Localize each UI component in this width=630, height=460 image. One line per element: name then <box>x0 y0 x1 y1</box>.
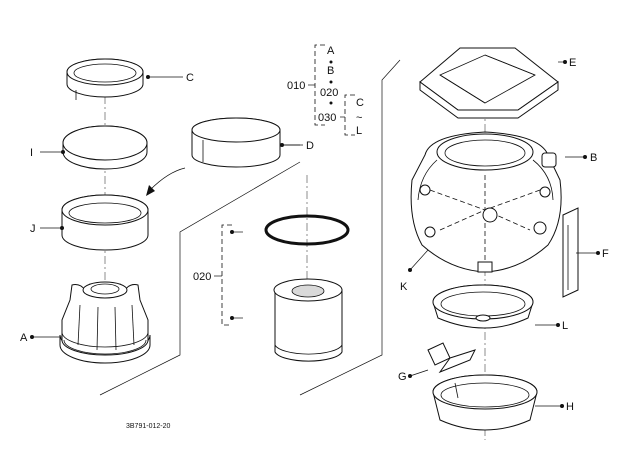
callout-a: A <box>20 332 28 344</box>
part-d-sleeve <box>191 117 281 168</box>
bracket-020 <box>221 224 232 326</box>
frame-line-left <box>99 161 301 396</box>
bracket-item-b: B <box>327 65 334 77</box>
callout-d: D <box>306 140 314 152</box>
bracket-c-l <box>344 94 355 136</box>
part-g-bracket <box>427 342 476 374</box>
callout-b: B <box>590 152 597 164</box>
part-f-sheet <box>562 207 579 298</box>
part-e-gasket <box>419 47 559 119</box>
part-020-filter <box>273 278 343 362</box>
drawing-number: 3B791-012-20 <box>126 423 170 430</box>
range-end: L <box>356 125 362 137</box>
label-030: 030 <box>318 112 336 124</box>
callout-c: C <box>186 72 194 84</box>
callout-g: G <box>398 371 407 383</box>
part-a-cap <box>59 281 151 364</box>
callout-h: H <box>566 401 574 413</box>
part-c-ring <box>66 58 144 100</box>
callout-k: K <box>400 281 408 293</box>
frame-line-middle <box>299 59 401 396</box>
label-010: 010 <box>287 80 305 92</box>
label-020-top: 020 <box>320 87 338 99</box>
part-l-cup <box>432 284 534 329</box>
callout-f: F <box>602 248 609 260</box>
range-start: C <box>356 97 364 109</box>
arrow-head <box>146 185 155 196</box>
part-i-disc <box>62 125 148 170</box>
callout-e: E <box>569 57 576 69</box>
part-h-base <box>432 374 538 431</box>
callout-j: J <box>30 223 36 235</box>
arrow-d-to-j <box>149 167 186 191</box>
part-j-ring <box>61 194 149 251</box>
part-020-oring <box>264 214 350 246</box>
range-tilde: ~ <box>356 112 362 124</box>
callout-i: I <box>30 147 33 159</box>
callout-l: L <box>562 320 568 332</box>
bracket-item-a: A <box>327 45 335 57</box>
label-020: 020 <box>193 271 211 283</box>
leaders <box>30 60 600 408</box>
part-k-housing <box>410 131 562 273</box>
